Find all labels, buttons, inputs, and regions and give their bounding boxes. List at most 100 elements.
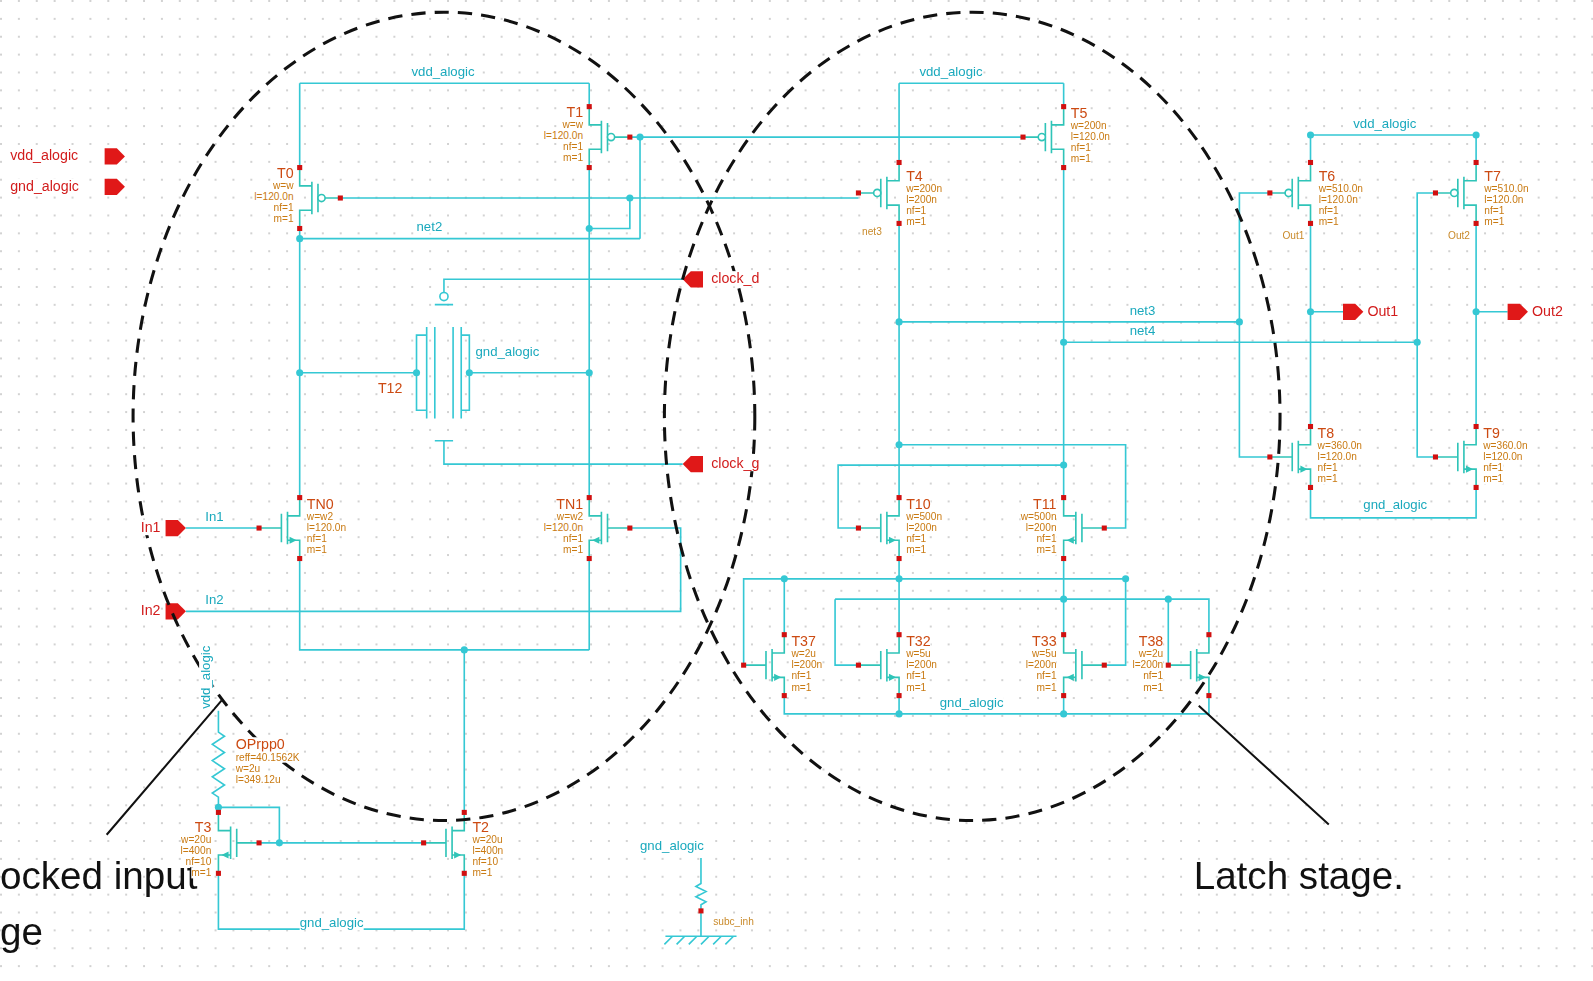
device-parameter: nf=1 <box>563 141 583 152</box>
device-parameter: m=1 <box>1036 544 1056 555</box>
device-parameter: l=120.0n <box>254 191 293 202</box>
device-parameter: l=349.12u <box>236 774 281 785</box>
device-parameter: m=1 <box>1143 681 1163 692</box>
device-parameter: m=1 <box>1318 473 1338 484</box>
nmos-symbol <box>257 495 303 561</box>
pmos-symbol <box>587 104 633 170</box>
device-parameter: m=1 <box>906 544 926 555</box>
pmos-symbol <box>1433 160 1479 226</box>
device-parameter: m=1 <box>791 681 811 692</box>
nmos-symbol <box>1433 424 1479 490</box>
pin-name: clock_d <box>711 271 759 287</box>
device-parameter: w=360.0n <box>1318 440 1362 451</box>
device-parameter: l=400n <box>472 845 503 856</box>
device-parameter: l=200n <box>1132 659 1163 670</box>
device-parameter: nf=1 <box>563 533 583 544</box>
device-parameter: w=5u <box>906 648 931 659</box>
device-parameter: m=1 <box>307 544 327 555</box>
device-parameter: w=510.0n <box>1319 183 1363 194</box>
device-parameter: nf=1 <box>1318 462 1338 473</box>
instance-name: T12 <box>378 381 403 397</box>
nmos-symbol <box>1267 424 1313 490</box>
net-label: In2 <box>205 593 223 608</box>
device-parameter: w=2u <box>236 763 261 774</box>
transistor-symbols <box>216 104 1479 913</box>
device-parameter: m=1 <box>472 867 492 878</box>
pmos-bubble <box>440 292 448 300</box>
device-parameter: l=200n <box>906 522 937 533</box>
pmos-symbol <box>1267 160 1313 226</box>
device-parameter: m=1 <box>1483 473 1503 484</box>
net-label: In1 <box>205 510 223 525</box>
terminal-label: subc_inh <box>713 916 754 927</box>
device-parameter: w=200n <box>1071 120 1107 131</box>
net-label: gnd_alogic <box>1363 498 1427 513</box>
device-parameter: w=500n <box>1021 511 1057 522</box>
net-label: gnd_alogic <box>640 839 704 854</box>
device-parameter: w=2u <box>791 648 816 659</box>
net-label: net3 <box>1130 304 1156 319</box>
terminal-label: Out1 <box>1282 230 1304 241</box>
device-parameter: nf=1 <box>274 202 294 213</box>
device-parameter: m=1 <box>1036 681 1056 692</box>
device-parameter: nf=1 <box>1071 142 1091 153</box>
pin-name: gnd_alogic <box>10 179 79 195</box>
net-label: net2 <box>417 219 443 234</box>
device-parameter: nf=10 <box>186 856 212 867</box>
device-parameter: l=200n <box>791 659 822 670</box>
device-parameter: nf=1 <box>791 670 811 681</box>
device-parameter: nf=1 <box>1143 670 1163 681</box>
device-parameter: l=120.0n <box>1483 451 1522 462</box>
pmos-symbol <box>297 165 343 231</box>
device-parameter: w=5u <box>1032 648 1057 659</box>
device-parameter: l=400n <box>181 845 212 856</box>
pin-name: Out1 <box>1367 304 1398 320</box>
device-parameter: m=1 <box>1484 216 1504 227</box>
net-label: net4 <box>1130 324 1156 339</box>
device-parameter: m=1 <box>563 544 583 555</box>
device-parameter: nf=1 <box>906 205 926 216</box>
net-label: gnd_alogic <box>940 696 1004 711</box>
device-parameter: l=200n <box>906 659 937 670</box>
device-parameter: w=w2 <box>557 511 583 522</box>
nmos-symbol <box>1061 495 1107 561</box>
net-label: gnd_alogic <box>300 916 364 931</box>
net-label: gnd_alogic <box>475 345 539 360</box>
nmos-symbol <box>856 632 902 698</box>
terminal <box>698 908 703 913</box>
device-parameter: m=1 <box>1071 153 1091 164</box>
device-parameter: m=1 <box>906 681 926 692</box>
pin-name: Out2 <box>1532 304 1563 320</box>
device-parameter: l=120.0n <box>307 522 346 533</box>
device-parameter: l=120.0n <box>1484 194 1523 205</box>
nmos-symbol <box>856 495 902 561</box>
device-parameter: m=1 <box>563 152 583 163</box>
nmos-symbol <box>1061 632 1107 698</box>
device-parameter: nf=1 <box>307 533 327 544</box>
pin-symbols <box>105 148 1528 619</box>
junction-dots <box>215 132 1480 847</box>
device-parameter: w=w2 <box>307 511 333 522</box>
device-parameter: l=120.0n <box>544 130 583 141</box>
net-label: vdd_alogic <box>199 646 214 709</box>
device-parameter: w=360.0n <box>1483 440 1527 451</box>
device-parameter: w=20u <box>472 834 502 845</box>
device-parameter: nf=1 <box>1036 670 1056 681</box>
device-parameter: nf=1 <box>1319 205 1339 216</box>
pin-name: vdd_alogic <box>10 148 78 164</box>
device-parameter: m=1 <box>191 867 211 878</box>
pin-name: clock_g <box>711 456 759 472</box>
terminal-label: Out2 <box>1448 230 1470 241</box>
pmos-symbol <box>1020 104 1066 170</box>
device-parameter: m=1 <box>906 216 926 227</box>
pmos-symbol <box>856 160 902 226</box>
device-parameter: nf=1 <box>1483 462 1503 473</box>
device-parameter: nf=1 <box>1484 205 1504 216</box>
device-parameter: m=1 <box>274 213 294 224</box>
device-parameter: w=w <box>563 119 584 130</box>
device-parameter: w=w <box>273 180 294 191</box>
dashed-ellipse <box>664 12 1280 820</box>
device-parameter: nf=10 <box>472 856 498 867</box>
device-parameter: nf=1 <box>1036 533 1056 544</box>
